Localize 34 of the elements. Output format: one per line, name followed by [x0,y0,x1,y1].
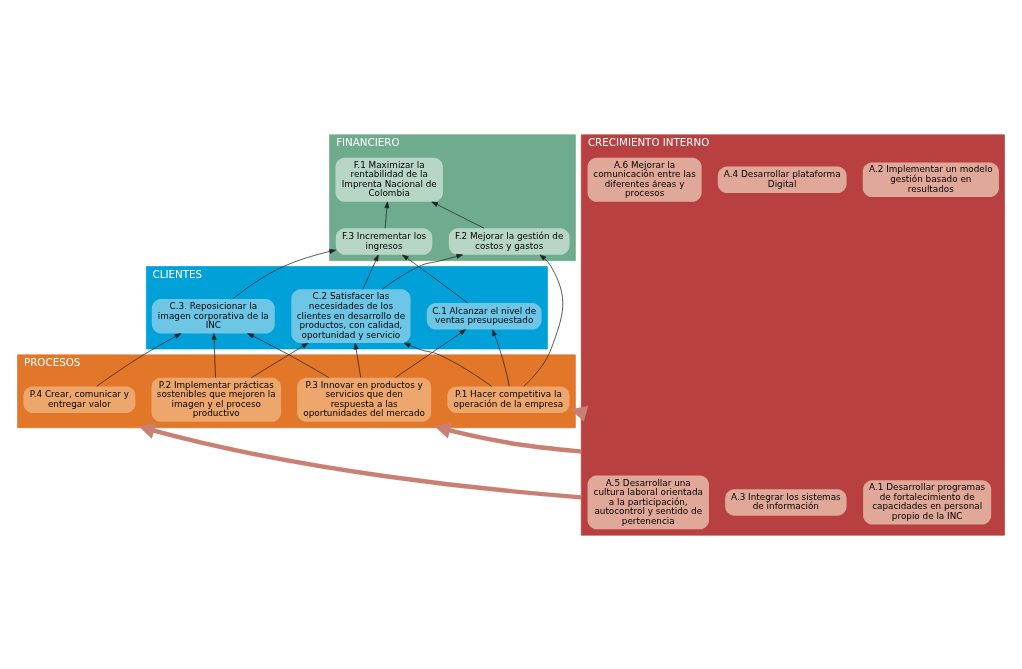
node-box: A.2 Implementar un modelo gestión basado en resultados [862,161,999,197]
arrow [523,254,564,387]
arrow [492,328,510,387]
arrow [353,342,362,378]
arrow [384,201,390,229]
arrow [431,201,485,229]
node-box: F.2 Mejorar la gestión de costos y gastos [448,227,570,255]
node-box: P.4 Crear, comunicar y entregar valor [23,386,136,413]
node-box: P.2 Implementar prácticas sostenibles que mejoren la imagen y el proceso productivo [151,377,282,422]
node-box: P.3 Innovar en productos y servicios que den respuesta a las oportunidades del mercado [297,377,432,422]
arrow [232,248,336,299]
node-box: A.1 Desarrollar programas de fortalecimiento de capacidades en personal propio de la INC [863,479,992,524]
node-box: A.6 Mejorar la comunicación entre las diferentes áreas y procesos [587,157,702,202]
node-box: A.4 Desarrollar plataforma Digital [717,166,847,193]
node-box: C.3. Reposicionar la imagen corporativa de la INC [151,298,275,334]
arrow [138,422,582,500]
arrow [251,342,309,378]
arrow [96,332,182,387]
node-box: P.1 Hacer competitiva la operación de la empresa [447,386,570,413]
arrow [247,332,330,378]
arrow [395,328,467,378]
arrow [381,253,463,290]
arrow [402,254,468,303]
node-box: F.1 Maximizar la rentabilidad de la Imprenta Nacional de Colombia [335,157,443,202]
arrow [434,421,582,454]
arrow [403,342,493,387]
node-box: A.3 Integrar los sistemas de información [725,488,847,516]
arrow [362,254,379,290]
arrow [211,332,217,378]
node-box: F.3 Incrementar los ingresos [335,227,433,255]
node-box: A.5 Desarrollar una cultura laboral orientada a la participación, autocontrol y sentido de pertenencia [587,475,709,529]
arrow [570,405,589,422]
node-box: C.2 Satisfacer las necesidades de los clientes en desarrollo de productos, con calidad, oportunidad y servicio [291,288,411,343]
node-box: C.1 Alcanzar el nivel de ventas presupuestado [426,302,542,329]
